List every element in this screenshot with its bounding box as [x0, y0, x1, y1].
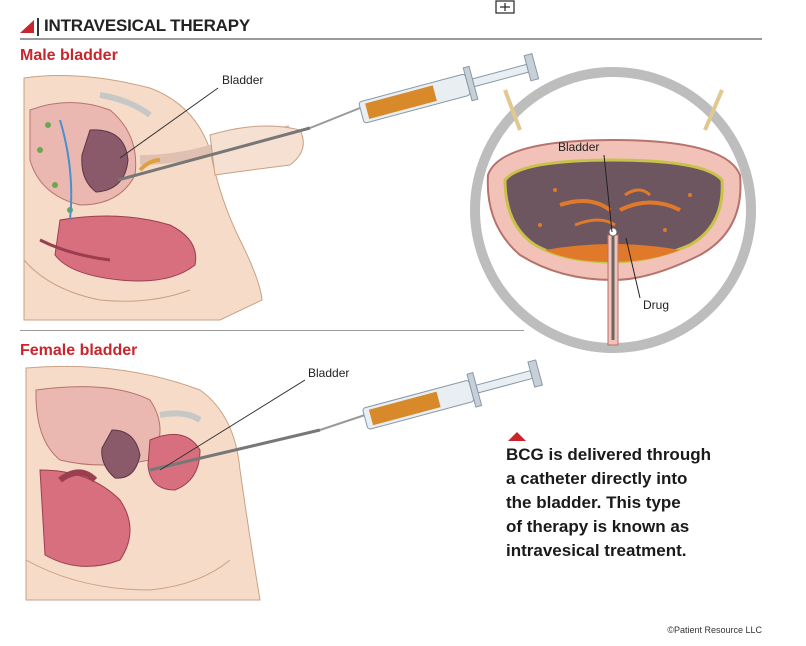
detail-bladder-callout-line [603, 154, 613, 233]
female-syringe-illustration [149, 359, 544, 472]
caption-line: the bladder. This type [506, 493, 681, 512]
copyright-credit: ©Patient Resource LLC [667, 625, 762, 635]
title-divider [37, 18, 39, 36]
detail-drug-callout-line [625, 237, 641, 299]
male-bladder-callout: Bladder [222, 73, 264, 87]
caption-line: BCG is delivered through [506, 445, 711, 464]
male-anatomy-illustration [23, 75, 304, 321]
title-rule [20, 38, 762, 40]
female-bladder-callout: Bladder [308, 366, 350, 380]
male-syringe-illustration [117, 53, 540, 182]
page-title: INTRAVESICAL THERAPY [44, 16, 251, 35]
caption-text: BCG is delivered through a catheter dire… [506, 443, 736, 563]
bladder-detail-illustration [470, 67, 756, 353]
title-row: INTRAVESICAL THERAPY [20, 14, 762, 40]
expand-icon[interactable] [495, 0, 515, 14]
male-callout-line [119, 87, 219, 159]
caption-line: a catheter directly into [506, 469, 688, 488]
female-section-label: Female bladder [20, 342, 138, 359]
title-triangle-icon [20, 20, 34, 33]
female-callout-line [159, 379, 306, 471]
female-anatomy-illustration [25, 365, 261, 601]
caption-line: intravesical treatment. [506, 541, 687, 560]
caption-triangle-icon [508, 432, 526, 441]
section-divider [20, 330, 524, 331]
detail-bladder-callout: Bladder [558, 140, 600, 154]
male-section-label: Male bladder [20, 47, 118, 64]
detail-drug-callout: Drug [643, 298, 670, 312]
caption-line: of therapy is known as [506, 517, 690, 536]
